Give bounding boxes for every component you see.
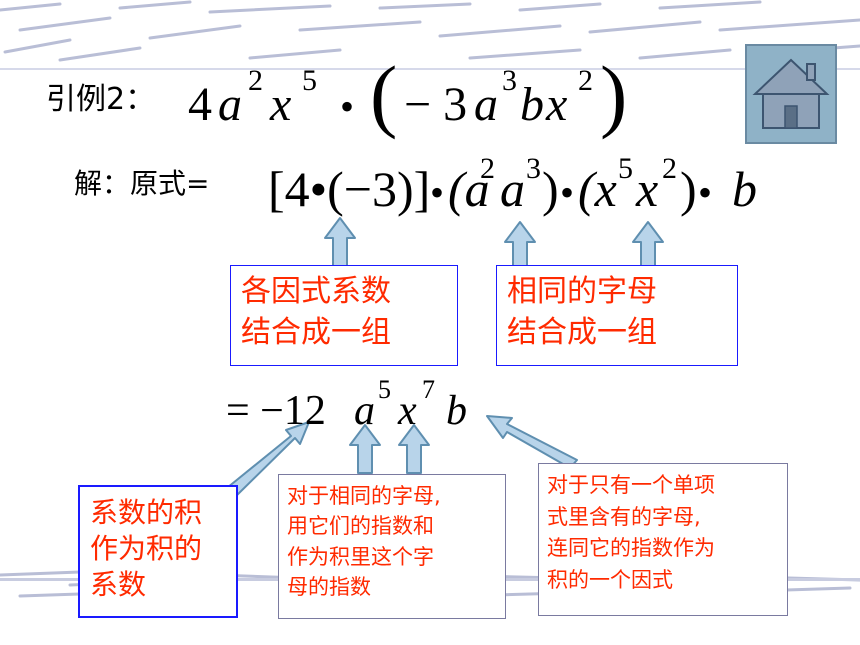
single-letter-box: 对于只有一个单项 式里含有的字母, 连同它的指数作为 积的一个因式 [538, 463, 788, 616]
rparen-x: ) [680, 161, 697, 217]
coeff-product-box: 系数的积 作为积的 系数 [78, 485, 238, 618]
same-letter-line4: 母的指数 [287, 575, 371, 600]
arrow-up-coeff [324, 217, 356, 268]
exp-2: 2 [480, 152, 495, 185]
same-letter-line1: 对于相同的字母, [287, 484, 441, 508]
same-letter-line2: 用它们的指数和 [287, 514, 434, 539]
example-label: 引例2： [46, 82, 156, 117]
var-a: a [218, 78, 242, 131]
exp-x: 5 [302, 64, 317, 97]
arrow-up-a5 [349, 424, 381, 474]
home-icon [752, 58, 830, 129]
letter-group-line2: 结合成一组 [507, 314, 657, 350]
dot3: • [698, 170, 712, 215]
var-a: a [500, 161, 525, 217]
example-expression: 4 a 2 x 5 • ( − 3 a 3 b x 2 ) [188, 54, 627, 140]
result-coeff: = −12 [226, 388, 326, 434]
same-letter-box: 对于相同的字母, 用它们的指数和 作为积里这个字 母的指数 [278, 474, 506, 619]
letter-group-line1: 相同的字母 [507, 274, 657, 309]
var-a2: a [474, 78, 498, 131]
same-letter-line3: 作为积里这个字 [287, 544, 434, 569]
paren-a: (a [448, 161, 490, 217]
paren-x: (x [578, 161, 617, 217]
exp-3: 3 [526, 152, 541, 185]
exp-x2: 2 [578, 64, 593, 97]
solution-expression: [4•(−3)] • (a 2 a 3 ) • (x 5 x 2 ) • b [268, 152, 757, 217]
arrow-to-coeff [221, 421, 310, 501]
var-x: x [635, 161, 658, 217]
single-letter-line3: 连同它的指数作为 [547, 536, 715, 560]
result-exp-a: 5 [378, 376, 391, 404]
exp-5: 5 [618, 152, 633, 185]
var-b: b [732, 161, 757, 217]
exp-a: 2 [248, 64, 263, 97]
var-b: b [520, 78, 544, 131]
arrow-up-x7 [398, 424, 430, 474]
result-expression: = −12 a 5 x 7 b [226, 376, 467, 434]
result-b: b [446, 388, 467, 434]
var-x2: x [545, 78, 567, 131]
exp-a2: 3 [502, 64, 517, 97]
result-exp-x: 7 [422, 376, 435, 404]
letter-group-box: 相同的字母 结合成一组 [496, 265, 738, 366]
single-letter-line2: 式里含有的字母, [547, 504, 701, 529]
coeff-product-line3: 系数 [90, 567, 147, 601]
coeff-group: [4•(−3)] [268, 161, 430, 217]
arrow-up-x [632, 221, 664, 271]
var-x: x [269, 78, 291, 131]
rparen-a: ) [542, 161, 559, 217]
dot2: • [560, 170, 574, 215]
dot: • [340, 84, 354, 129]
rparen: ) [600, 54, 627, 140]
coeff-4: 4 [188, 78, 212, 131]
arrow-up-a [504, 221, 536, 271]
result-x: x [397, 388, 417, 434]
coeff-product-line2: 作为积的 [90, 531, 203, 565]
single-letter-line1: 对于只有一个单项 [547, 473, 715, 497]
single-letter-line4: 积的一个因式 [547, 567, 673, 592]
dot1: • [430, 170, 444, 215]
solution-label: 解：原式= [74, 167, 210, 200]
coeff-group-line1: 各因式系数 [241, 274, 391, 309]
arrow-to-b [486, 415, 578, 469]
lparen: ( [370, 54, 397, 140]
coeff-group-box: 各因式系数 结合成一组 [230, 265, 458, 366]
result-a: a [354, 388, 375, 434]
neg-3: − 3 [404, 78, 467, 131]
exp-2b: 2 [662, 152, 677, 185]
coeff-product-line1: 系数的积 [90, 496, 203, 529]
coeff-group-line2: 结合成一组 [241, 314, 391, 350]
home-button[interactable] [745, 44, 837, 144]
